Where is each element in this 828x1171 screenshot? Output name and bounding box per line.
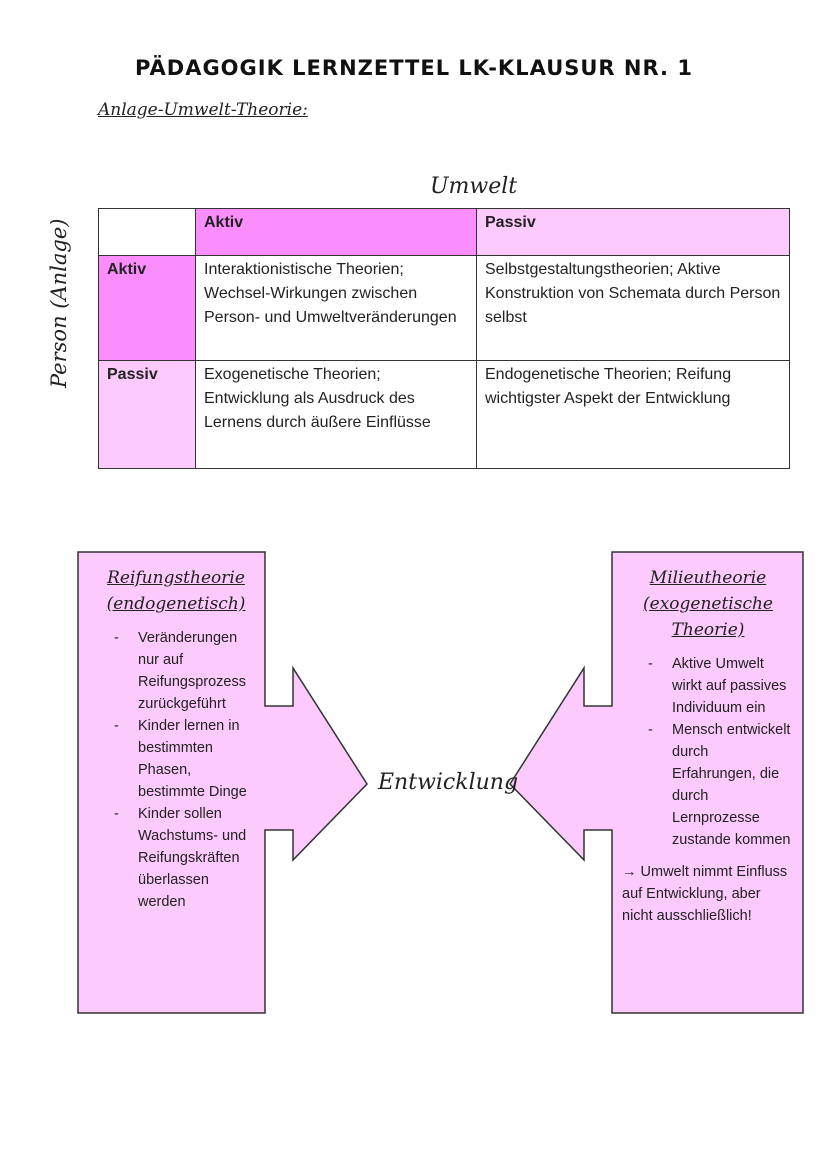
left-box-title: Reifungstheorie (endogenetisch) [106, 568, 246, 614]
left-box-list: Veränderungen nur auf Reifungsprozess zu… [92, 627, 260, 913]
col-header-passiv: Passiv [476, 208, 790, 256]
right-box-title: Milieutheorie (exogenetische Theorie) [643, 568, 773, 640]
right-box-content: Milieutheorie (exogenetische Theorie) Ak… [622, 565, 794, 927]
list-item: Kinder lernen in bestimmten Phasen, best… [110, 715, 260, 803]
cell-exogenetisch: Exogenetische Theorien; Entwicklung als … [195, 360, 477, 469]
list-item: Aktive Umwelt wirkt auf passives Individ… [644, 653, 794, 719]
list-item: Kinder sollen Wachstums- und Reifungskrä… [110, 803, 260, 913]
cell-endogenetisch: Endogenetische Theorien; Reifung wichtig… [476, 360, 790, 469]
cell-selbstgestaltung: Selbstgestaltungstheorien; Aktive Konstr… [476, 255, 790, 361]
row-header-aktiv: Aktiv [98, 255, 196, 361]
list-item: Mensch entwickelt durch Erfahrungen, die… [644, 719, 794, 851]
left-box-content: Reifungstheorie (endogenetisch) Veränder… [92, 565, 260, 913]
section-heading: Anlage-Umwelt-Theorie: [98, 100, 308, 120]
center-label-entwicklung: Entwicklung [378, 770, 519, 795]
cell-interaktionistisch: Interaktionistische Theorien; Wechsel-Wi… [195, 255, 477, 361]
right-box-conclusion: → Umwelt nimmt Einfluss auf Entwicklung,… [622, 864, 788, 924]
matrix-row-aktiv: Aktiv Interaktionistische Theorien; Wech… [98, 255, 790, 361]
anlage-umwelt-matrix: Aktiv Passiv Aktiv Interaktionistische T… [98, 208, 790, 469]
column-axis-label: Umwelt [430, 174, 518, 199]
matrix-corner-cell [98, 208, 196, 256]
row-header-passiv: Passiv [98, 360, 196, 469]
col-header-aktiv: Aktiv [195, 208, 477, 256]
page-title: PÄDAGOGIK LERNZETTEL LK-KLAUSUR NR. 1 [135, 56, 693, 80]
list-item: Veränderungen nur auf Reifungsprozess zu… [110, 627, 260, 715]
right-box-list: Aktive Umwelt wirkt auf passives Individ… [622, 653, 794, 851]
matrix-header-row: Aktiv Passiv [98, 208, 790, 256]
matrix-row-passiv: Passiv Exogenetische Theorien; Entwicklu… [98, 360, 790, 469]
row-axis-label: Person (Anlage) [47, 218, 71, 388]
